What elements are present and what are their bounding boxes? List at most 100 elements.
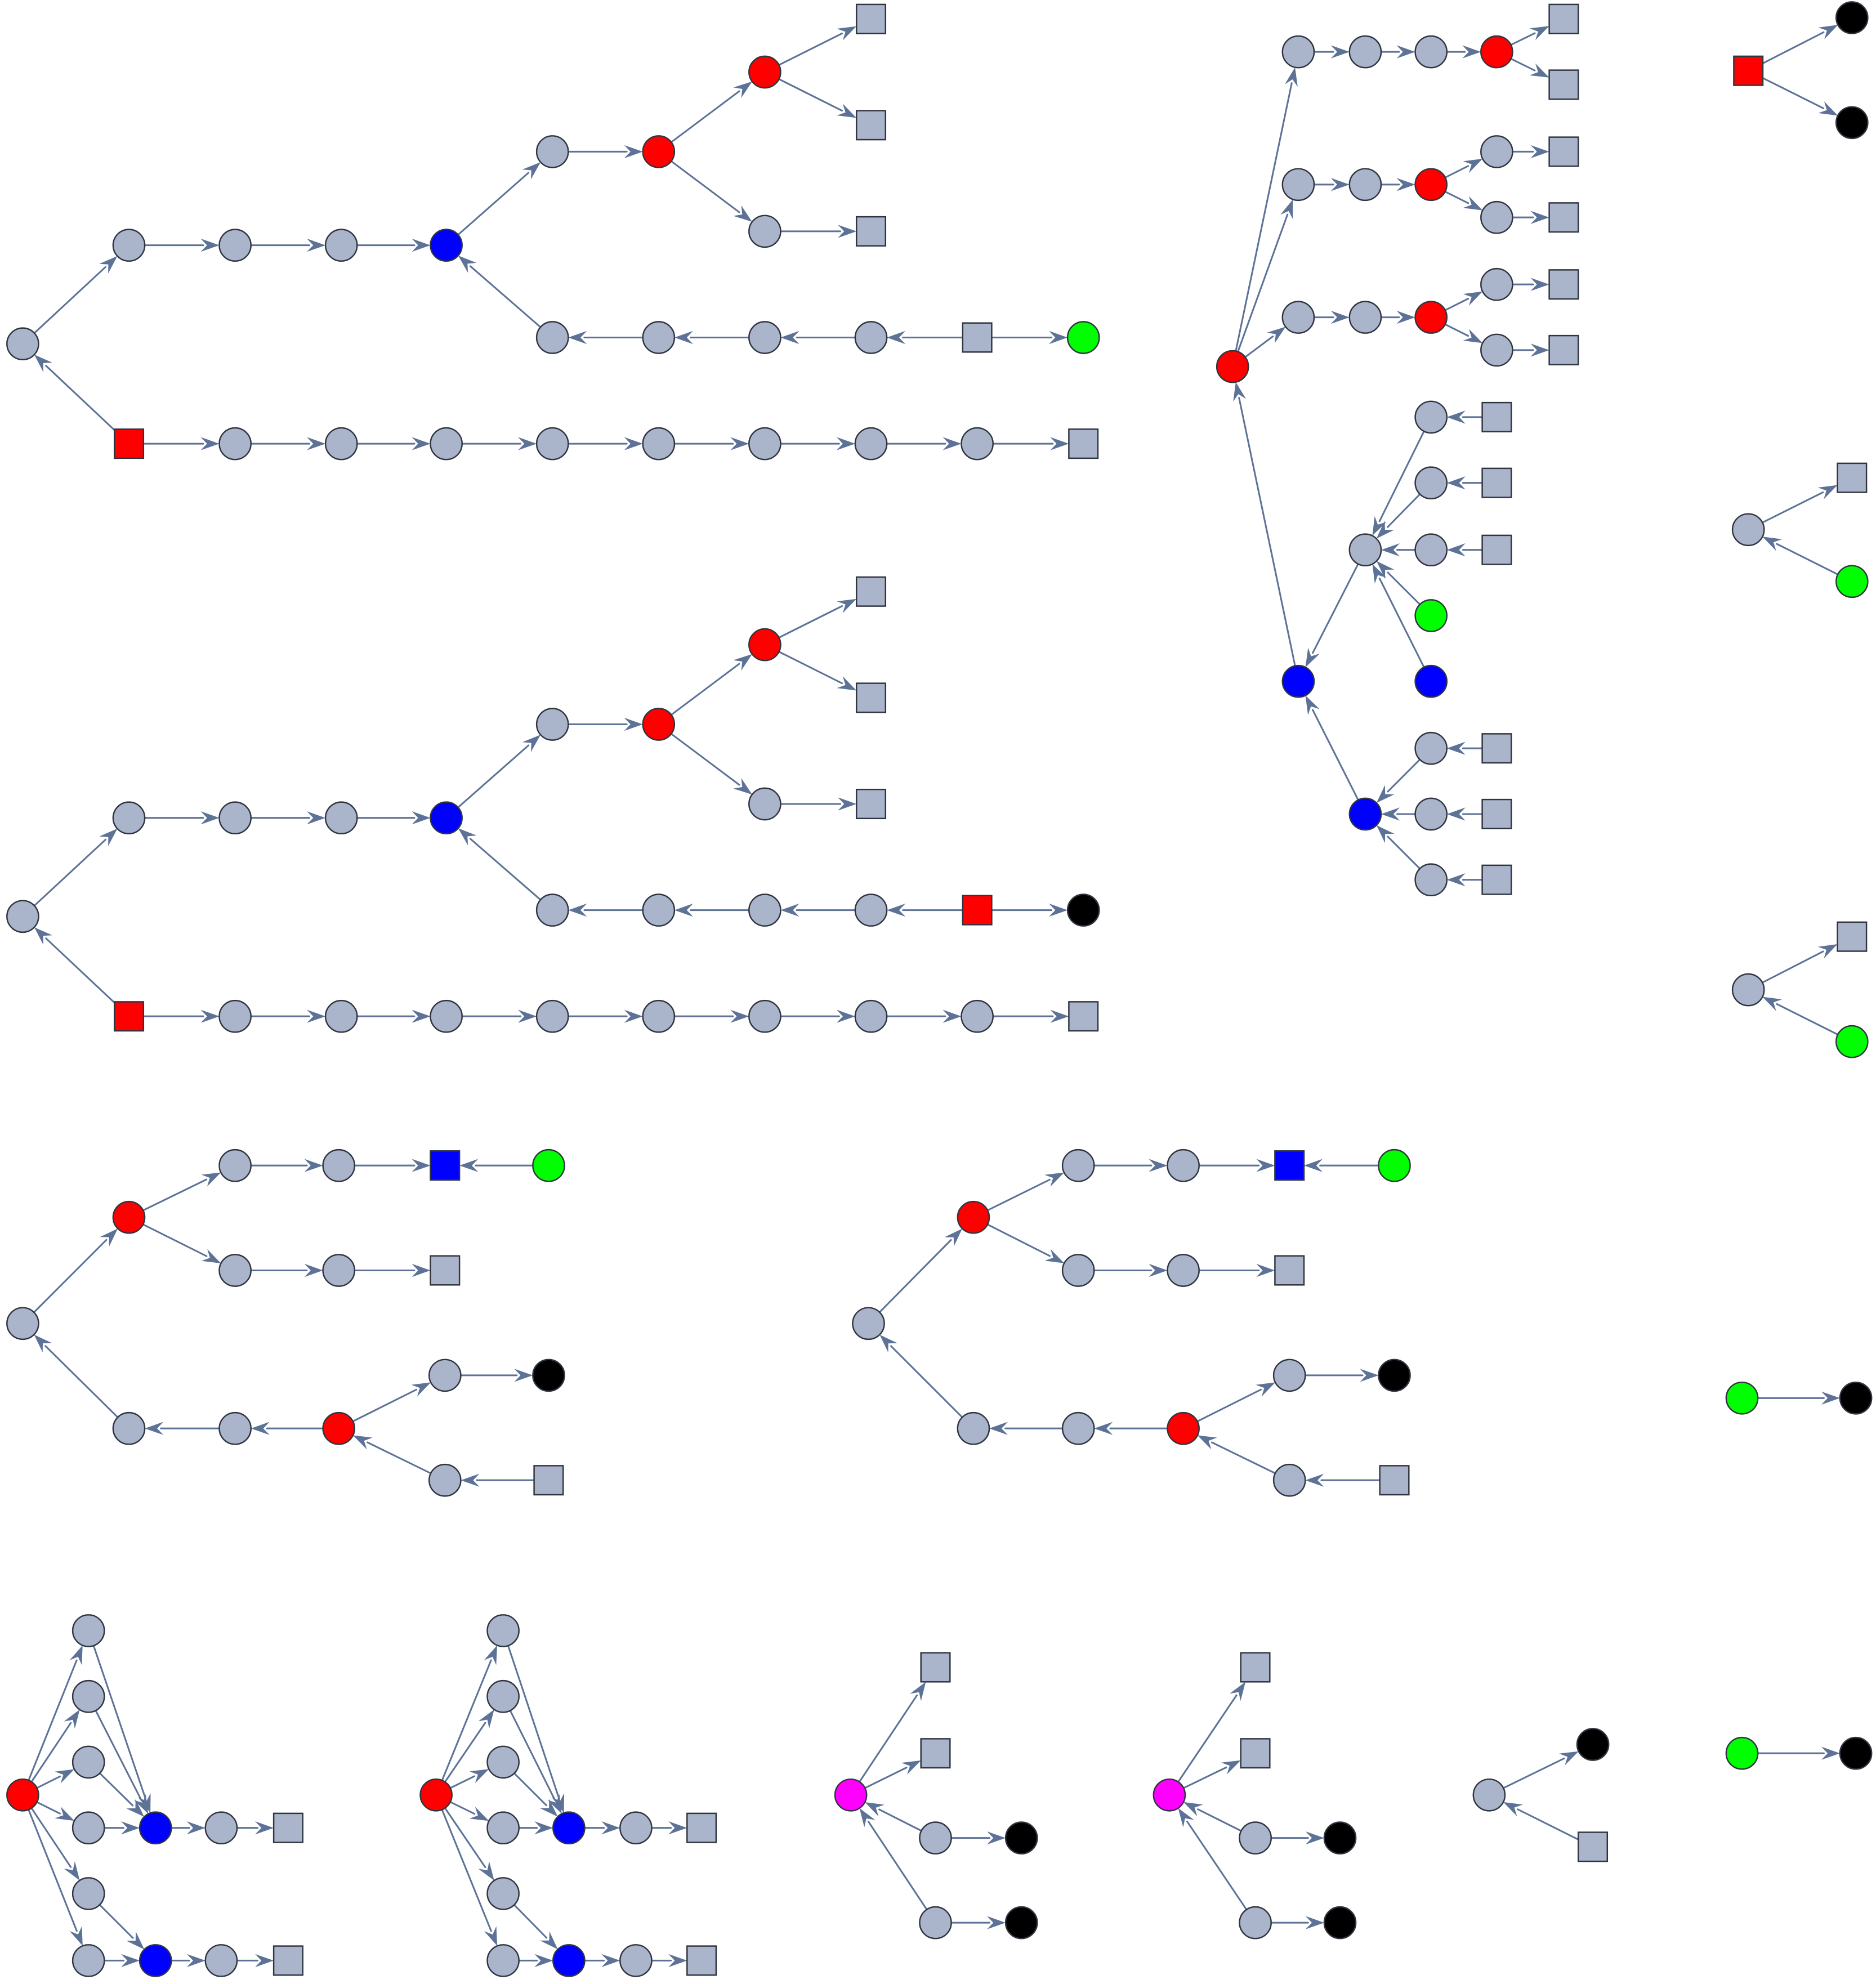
arrowhead	[540, 1931, 558, 1950]
edge-line	[457, 744, 530, 808]
arrowhead	[1330, 310, 1350, 324]
edge-arrow	[1446, 543, 1484, 557]
edge-arrow	[1304, 1369, 1379, 1382]
arrowhead	[547, 1794, 562, 1814]
edge-line	[30, 1722, 72, 1783]
default-square-node	[855, 682, 887, 713]
arrowhead	[1381, 543, 1400, 557]
default-circle-node	[1480, 333, 1513, 367]
edge-arrow	[1446, 410, 1484, 424]
arrowhead	[69, 1926, 83, 1946]
graph-6-nodes	[1731, 921, 1869, 1058]
edge-arrow	[650, 1954, 687, 1968]
arrowhead	[55, 1769, 75, 1784]
edge-arrow	[458, 256, 542, 328]
default-circle-node	[1167, 1254, 1200, 1287]
default-square-node	[1577, 1831, 1609, 1862]
arrowhead	[1044, 1249, 1065, 1263]
graph-7-edges	[33, 1159, 535, 1487]
edge-arrow	[354, 1159, 431, 1172]
edge-arrow	[34, 927, 115, 1004]
arrowhead	[568, 330, 587, 345]
default-square-node	[1481, 864, 1512, 895]
edge-line	[986, 1223, 1051, 1257]
edge-arrow	[989, 1422, 1064, 1435]
arrowhead	[484, 1645, 497, 1665]
green-circle-node	[1835, 565, 1869, 598]
default-square-node	[855, 576, 887, 607]
default-square-node	[1548, 3, 1579, 34]
edge-arrow	[356, 437, 431, 450]
edge-arrow	[1376, 493, 1421, 539]
edge-arrow	[509, 1709, 562, 1814]
edge-line	[33, 266, 107, 334]
edge-arrow	[356, 238, 431, 252]
arrowhead	[1530, 278, 1549, 291]
arrowhead	[1256, 1263, 1275, 1277]
default-square-node	[1548, 69, 1579, 100]
default-circle-node	[6, 900, 39, 933]
graph-5-edges	[1761, 485, 1839, 575]
edge-arrow	[567, 437, 643, 450]
graph-12-nodes	[834, 1652, 1038, 1940]
edge-arrow	[1510, 26, 1549, 46]
default-circle-node	[324, 427, 358, 461]
arrowhead	[1463, 159, 1483, 173]
arrowhead	[668, 1821, 687, 1835]
arrowhead	[1305, 1916, 1324, 1929]
edge-line	[99, 1903, 134, 1939]
edge-arrow	[449, 1769, 489, 1789]
arrowhead	[200, 238, 220, 252]
green-circle-node	[1414, 599, 1448, 632]
graph-11-edges	[441, 1645, 687, 1968]
default-circle-node	[854, 321, 888, 354]
arrowhead	[69, 1645, 83, 1665]
edge-line	[99, 1772, 134, 1807]
arrowhead	[134, 1794, 149, 1814]
arrowhead	[1149, 1263, 1168, 1277]
graph-12-edges	[859, 1682, 1006, 1929]
edge-line	[1387, 493, 1421, 528]
edge-line	[778, 78, 843, 112]
default-circle-node	[535, 999, 569, 1033]
arrowhead	[1050, 437, 1069, 450]
edge-arrow	[441, 1808, 498, 1946]
arrowhead	[944, 1228, 963, 1246]
arrowhead	[1530, 211, 1549, 224]
default-circle-node	[428, 1359, 462, 1392]
black-circle-node	[1378, 1359, 1411, 1392]
edge-arrow	[650, 1821, 687, 1835]
edge-arrow	[1305, 563, 1359, 668]
edge-arrow	[778, 78, 857, 118]
arrowhead	[186, 1821, 206, 1835]
default-square-node	[273, 1812, 303, 1843]
arrowhead	[1463, 291, 1483, 306]
default-circle-node	[642, 321, 676, 354]
edge-arrow	[356, 1009, 431, 1023]
default-circle-node	[112, 801, 146, 835]
default-square-node	[686, 1945, 717, 1976]
arrowhead	[1094, 1422, 1113, 1435]
default-circle-node	[535, 893, 569, 927]
edge-arrow	[1446, 476, 1484, 490]
edge-arrow	[567, 145, 643, 159]
default-circle-node	[218, 999, 252, 1033]
default-circle-node	[6, 327, 39, 361]
edge-line	[1776, 1003, 1839, 1036]
default-square-node	[1548, 136, 1579, 167]
graph-10-nodes	[6, 1614, 303, 1977]
default-circle-node	[72, 1811, 105, 1845]
arrowhead	[1446, 476, 1466, 490]
graph-12	[834, 1652, 1038, 1940]
default-circle-node	[218, 427, 252, 461]
default-circle-node	[748, 893, 781, 927]
components-layer	[6, 1, 1873, 1977]
edge-line	[1387, 758, 1421, 793]
arrowhead	[668, 1954, 687, 1968]
edge-arrow	[518, 1821, 553, 1835]
arrowhead	[901, 1760, 921, 1775]
edge-arrow	[1313, 178, 1350, 191]
default-circle-node	[1281, 168, 1315, 202]
arrowhead	[1462, 45, 1481, 59]
arrowhead	[1360, 1369, 1379, 1382]
